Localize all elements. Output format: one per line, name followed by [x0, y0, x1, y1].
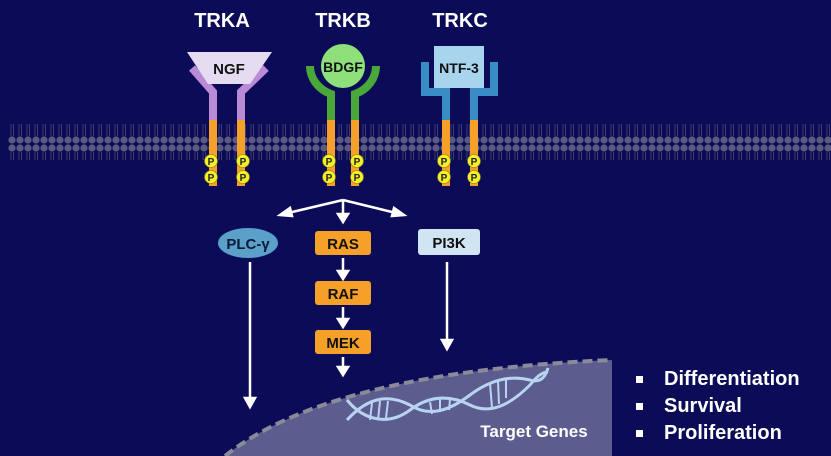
receptor-trka: NGF [187, 52, 272, 186]
phosphate-icon [350, 170, 364, 184]
phosphate-icon [236, 170, 250, 184]
phosphate-label: P [471, 173, 478, 184]
mek-label: MEK [326, 335, 360, 352]
phosphate-icon [236, 154, 250, 168]
phosphate-label: P [208, 157, 215, 168]
plc-gamma-node [218, 228, 278, 258]
phosphate-icon [204, 154, 218, 168]
ligand-label-ntf3: NTF-3 [439, 60, 479, 76]
receptor-title-trka: TRKA [194, 10, 250, 32]
ntf3-ligand [434, 46, 484, 88]
outcome-list: Differentiation Survival Proliferation [636, 366, 800, 447]
ligand-label-ngf: NGF [213, 61, 245, 78]
receptor-trkc: NTF-3 [421, 46, 498, 186]
phosphate-label: P [326, 173, 333, 184]
phosphate-icon [204, 170, 218, 184]
outcome-item: Differentiation [636, 366, 800, 393]
ligand-label-bdgf: BDGF [323, 59, 363, 75]
ras-label: RAS [327, 236, 359, 253]
pi3k-label: PI3K [432, 235, 466, 252]
receptor-trkb: BDGF [305, 44, 381, 186]
phosphate-label: P [354, 173, 361, 184]
phosphate-label: P [240, 157, 247, 168]
phosphate-label: P [326, 157, 333, 168]
plc-gamma-label: PLC-γ [226, 236, 270, 253]
phosphate-icon [467, 170, 481, 184]
ngf-ligand [187, 52, 272, 84]
phosphate-label: P [441, 173, 448, 184]
phosphate-label: P [471, 157, 478, 168]
receptor-title-trkc: TRKC [432, 10, 488, 32]
phosphate-icon [437, 154, 451, 168]
phosphate-icon [467, 154, 481, 168]
target-genes-label: Target Genes [480, 422, 587, 441]
raf-label: RAF [328, 286, 359, 303]
phosphate-label: P [240, 173, 247, 184]
raf-node [315, 281, 371, 305]
mek-node [315, 330, 371, 354]
branch-arrows [242, 198, 455, 410]
bullet-icon [636, 376, 643, 383]
phosphate-icon [322, 170, 336, 184]
dna-icon [345, 367, 550, 422]
nuclear-envelope [223, 358, 613, 456]
outcome-item: Survival [636, 393, 800, 420]
receptor-title-trkb: TRKB [315, 10, 371, 32]
bdgf-ligand [321, 44, 365, 88]
bullet-icon [636, 430, 643, 437]
phosphate-label: P [354, 157, 361, 168]
outcome-item: Proliferation [636, 420, 800, 447]
ras-node [315, 231, 371, 255]
phosphate-icon [350, 154, 364, 168]
phosphate-icon [322, 154, 336, 168]
bullet-icon [636, 403, 643, 410]
phosphate-label: P [208, 173, 215, 184]
cell-membrane [8, 124, 831, 160]
pi3k-node [418, 229, 480, 255]
phosphate-label: P [441, 157, 448, 168]
phosphate-icon [437, 170, 451, 184]
